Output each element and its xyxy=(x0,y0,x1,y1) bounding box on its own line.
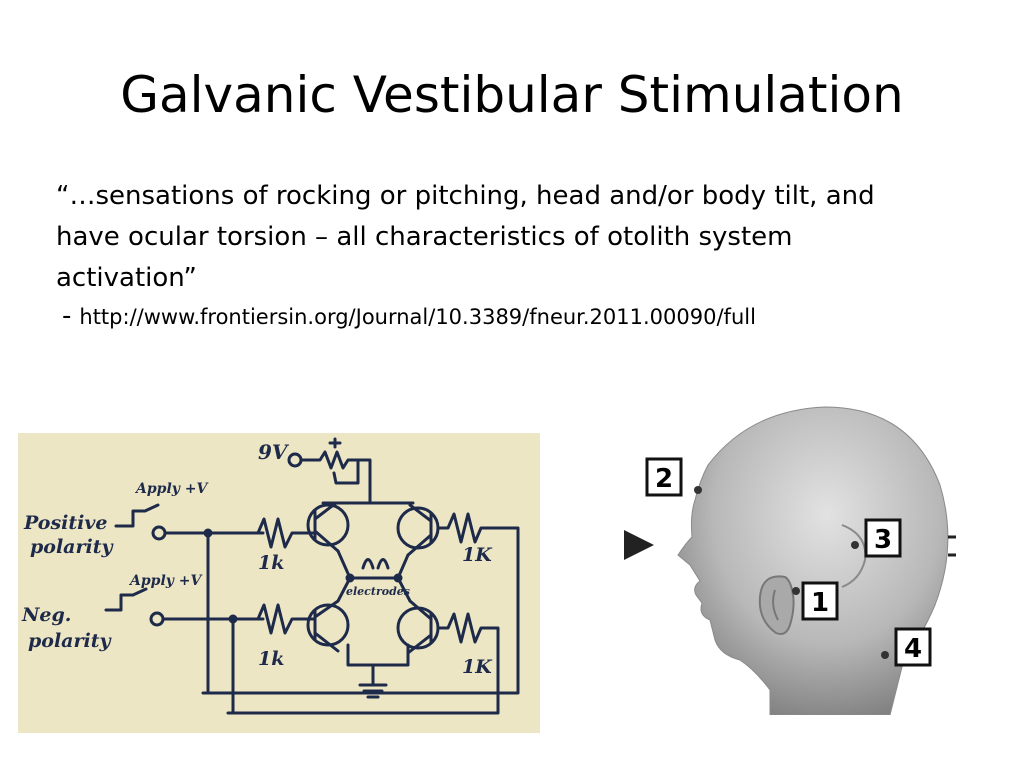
citation-dash: - xyxy=(62,301,72,331)
back-contour xyxy=(841,524,867,588)
marker-box-4 xyxy=(894,627,932,667)
electrode-symbol xyxy=(361,558,390,570)
head-silhouette xyxy=(677,406,949,715)
negative-switch xyxy=(104,587,148,612)
quote-line: “…sensations of rocking or pitching, hea… xyxy=(56,181,875,211)
positive-label-2: polarity xyxy=(30,536,114,558)
feedback-link-left xyxy=(206,531,235,715)
electrode-node xyxy=(345,573,355,583)
direction-arrow-icon xyxy=(624,530,654,560)
resistor-top-left xyxy=(256,517,315,549)
resistor-bottom-left xyxy=(256,603,315,635)
edge-marks xyxy=(948,535,956,557)
quote-line: activation” xyxy=(56,263,197,293)
quote-block: “…sensations of rocking or pitching, hea… xyxy=(56,176,956,299)
apply-label-top: Apply +V xyxy=(134,481,209,497)
circuit-diagram: 9V Apply +V Apply +V Positive polarity N… xyxy=(18,433,540,733)
ground-symbol xyxy=(346,643,410,699)
marker-label-1: 1 xyxy=(811,588,829,618)
citation-url[interactable]: http://www.frontiersin.org/Journal/10.33… xyxy=(79,305,756,329)
electrodes-label: electrodes xyxy=(346,585,410,598)
electrode-dot-3 xyxy=(851,541,859,549)
circuit-background xyxy=(18,433,540,733)
marker-box-2 xyxy=(645,457,683,497)
positive-label-1: Positive xyxy=(23,512,108,534)
head-figure: 2 3 1 4 xyxy=(624,406,956,715)
supply-label: 9V xyxy=(258,440,290,464)
marker-label-2: 2 xyxy=(655,464,673,494)
negative-label-1: Neg. xyxy=(21,604,71,626)
marker-box-1 xyxy=(801,581,839,621)
pot-wiper xyxy=(328,437,360,485)
electrode-dot-1 xyxy=(792,587,800,595)
citation: -http://www.frontiersin.org/Journal/10.3… xyxy=(62,301,756,332)
supply-pot xyxy=(299,450,372,505)
marker-label-3: 3 xyxy=(874,525,892,555)
transistor-top-left xyxy=(306,503,350,547)
electrode-dot-2 xyxy=(694,486,702,494)
negative-label-2: polarity xyxy=(28,630,112,652)
positive-switch xyxy=(114,503,160,528)
slide-title: Galvanic Vestibular Stimulation xyxy=(120,66,904,124)
resistor-label-br: 1K xyxy=(462,656,493,678)
apply-label-bottom: Apply +V xyxy=(128,573,203,589)
ear-icon xyxy=(758,575,795,635)
resistor-bottom-right xyxy=(226,612,500,715)
electrode-dot-4 xyxy=(881,651,889,659)
quote-line: have ocular torsion – all characteristic… xyxy=(56,222,793,252)
resistor-label-tr: 1K xyxy=(462,544,493,566)
resistor-top-right xyxy=(201,512,520,695)
resistor-label-bl: 1k xyxy=(258,648,284,670)
marker-label-4: 4 xyxy=(904,634,922,664)
marker-box-3 xyxy=(864,518,902,558)
resistor-label-tl: 1k xyxy=(258,552,284,574)
